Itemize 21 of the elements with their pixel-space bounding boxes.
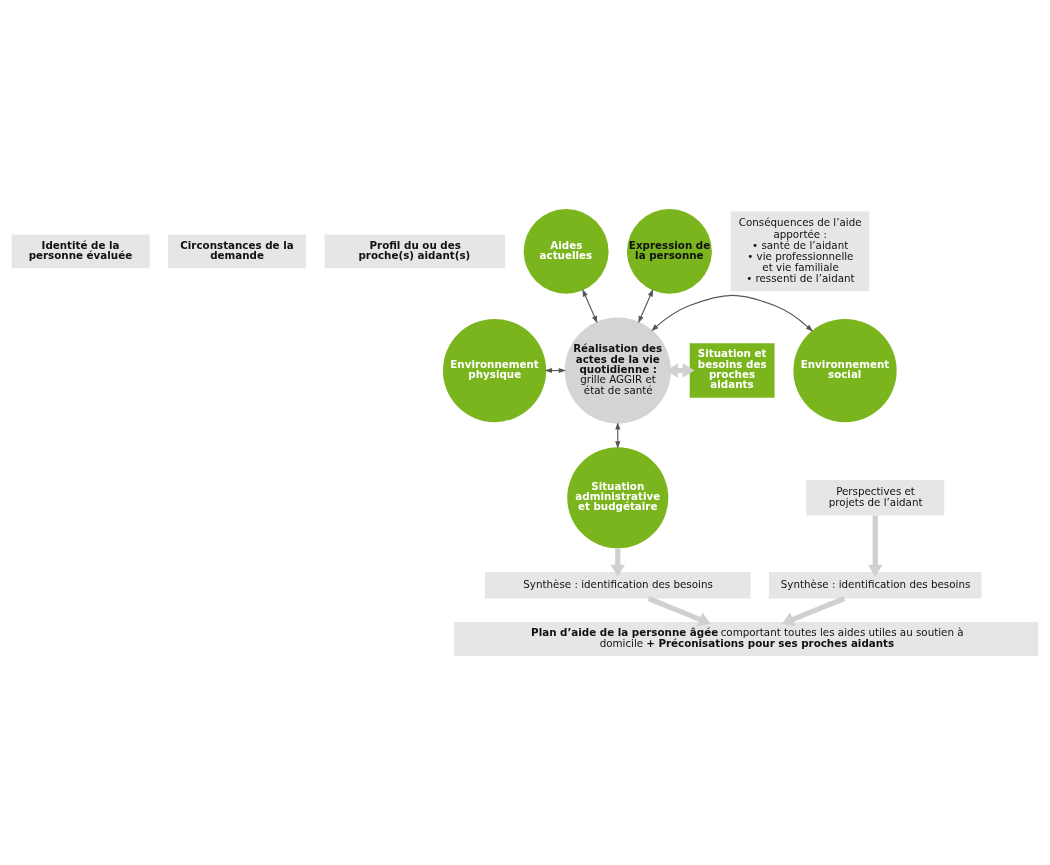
arrow — [867, 515, 883, 577]
node-box: Circonstances de la demande — [168, 234, 307, 269]
node-circle: Environnement physique — [442, 318, 547, 423]
node-box: Identité de la personne évaluée — [11, 234, 150, 269]
node-circle: Aides actuelles — [523, 208, 609, 294]
node-box: Synthèse : identification des besoins — [769, 571, 982, 599]
node-box: Profil du ou des proche(s) aidant(s) — [324, 234, 506, 269]
node-circle: Environnement social — [793, 318, 897, 423]
arrow — [582, 289, 598, 324]
node-circle: Expression de la personne — [627, 208, 712, 294]
node-box: Conséquences de l’aide apportée : • santé de l’aidant • vie professionnelle et vie familiale • ressenti de l’aidant — [730, 211, 870, 292]
arrow — [651, 294, 813, 332]
node-circle: Situation administrative et budgétaire — [567, 447, 669, 549]
node-box: Situation et besoins des proches aidants — [689, 343, 775, 398]
node-box: Perspectives et projets de l’aidant — [806, 480, 945, 516]
arrow — [610, 548, 626, 577]
arrow — [781, 596, 846, 627]
node-box: Plan d’aide de la personne âgée comportant toutes les aides utiles au soutien à domicile + Préconisations pour ses proches aidants — [454, 622, 1039, 657]
arrow — [647, 596, 711, 627]
arrow — [638, 289, 654, 324]
node-box: Synthèse : identification des besoins — [485, 571, 751, 599]
